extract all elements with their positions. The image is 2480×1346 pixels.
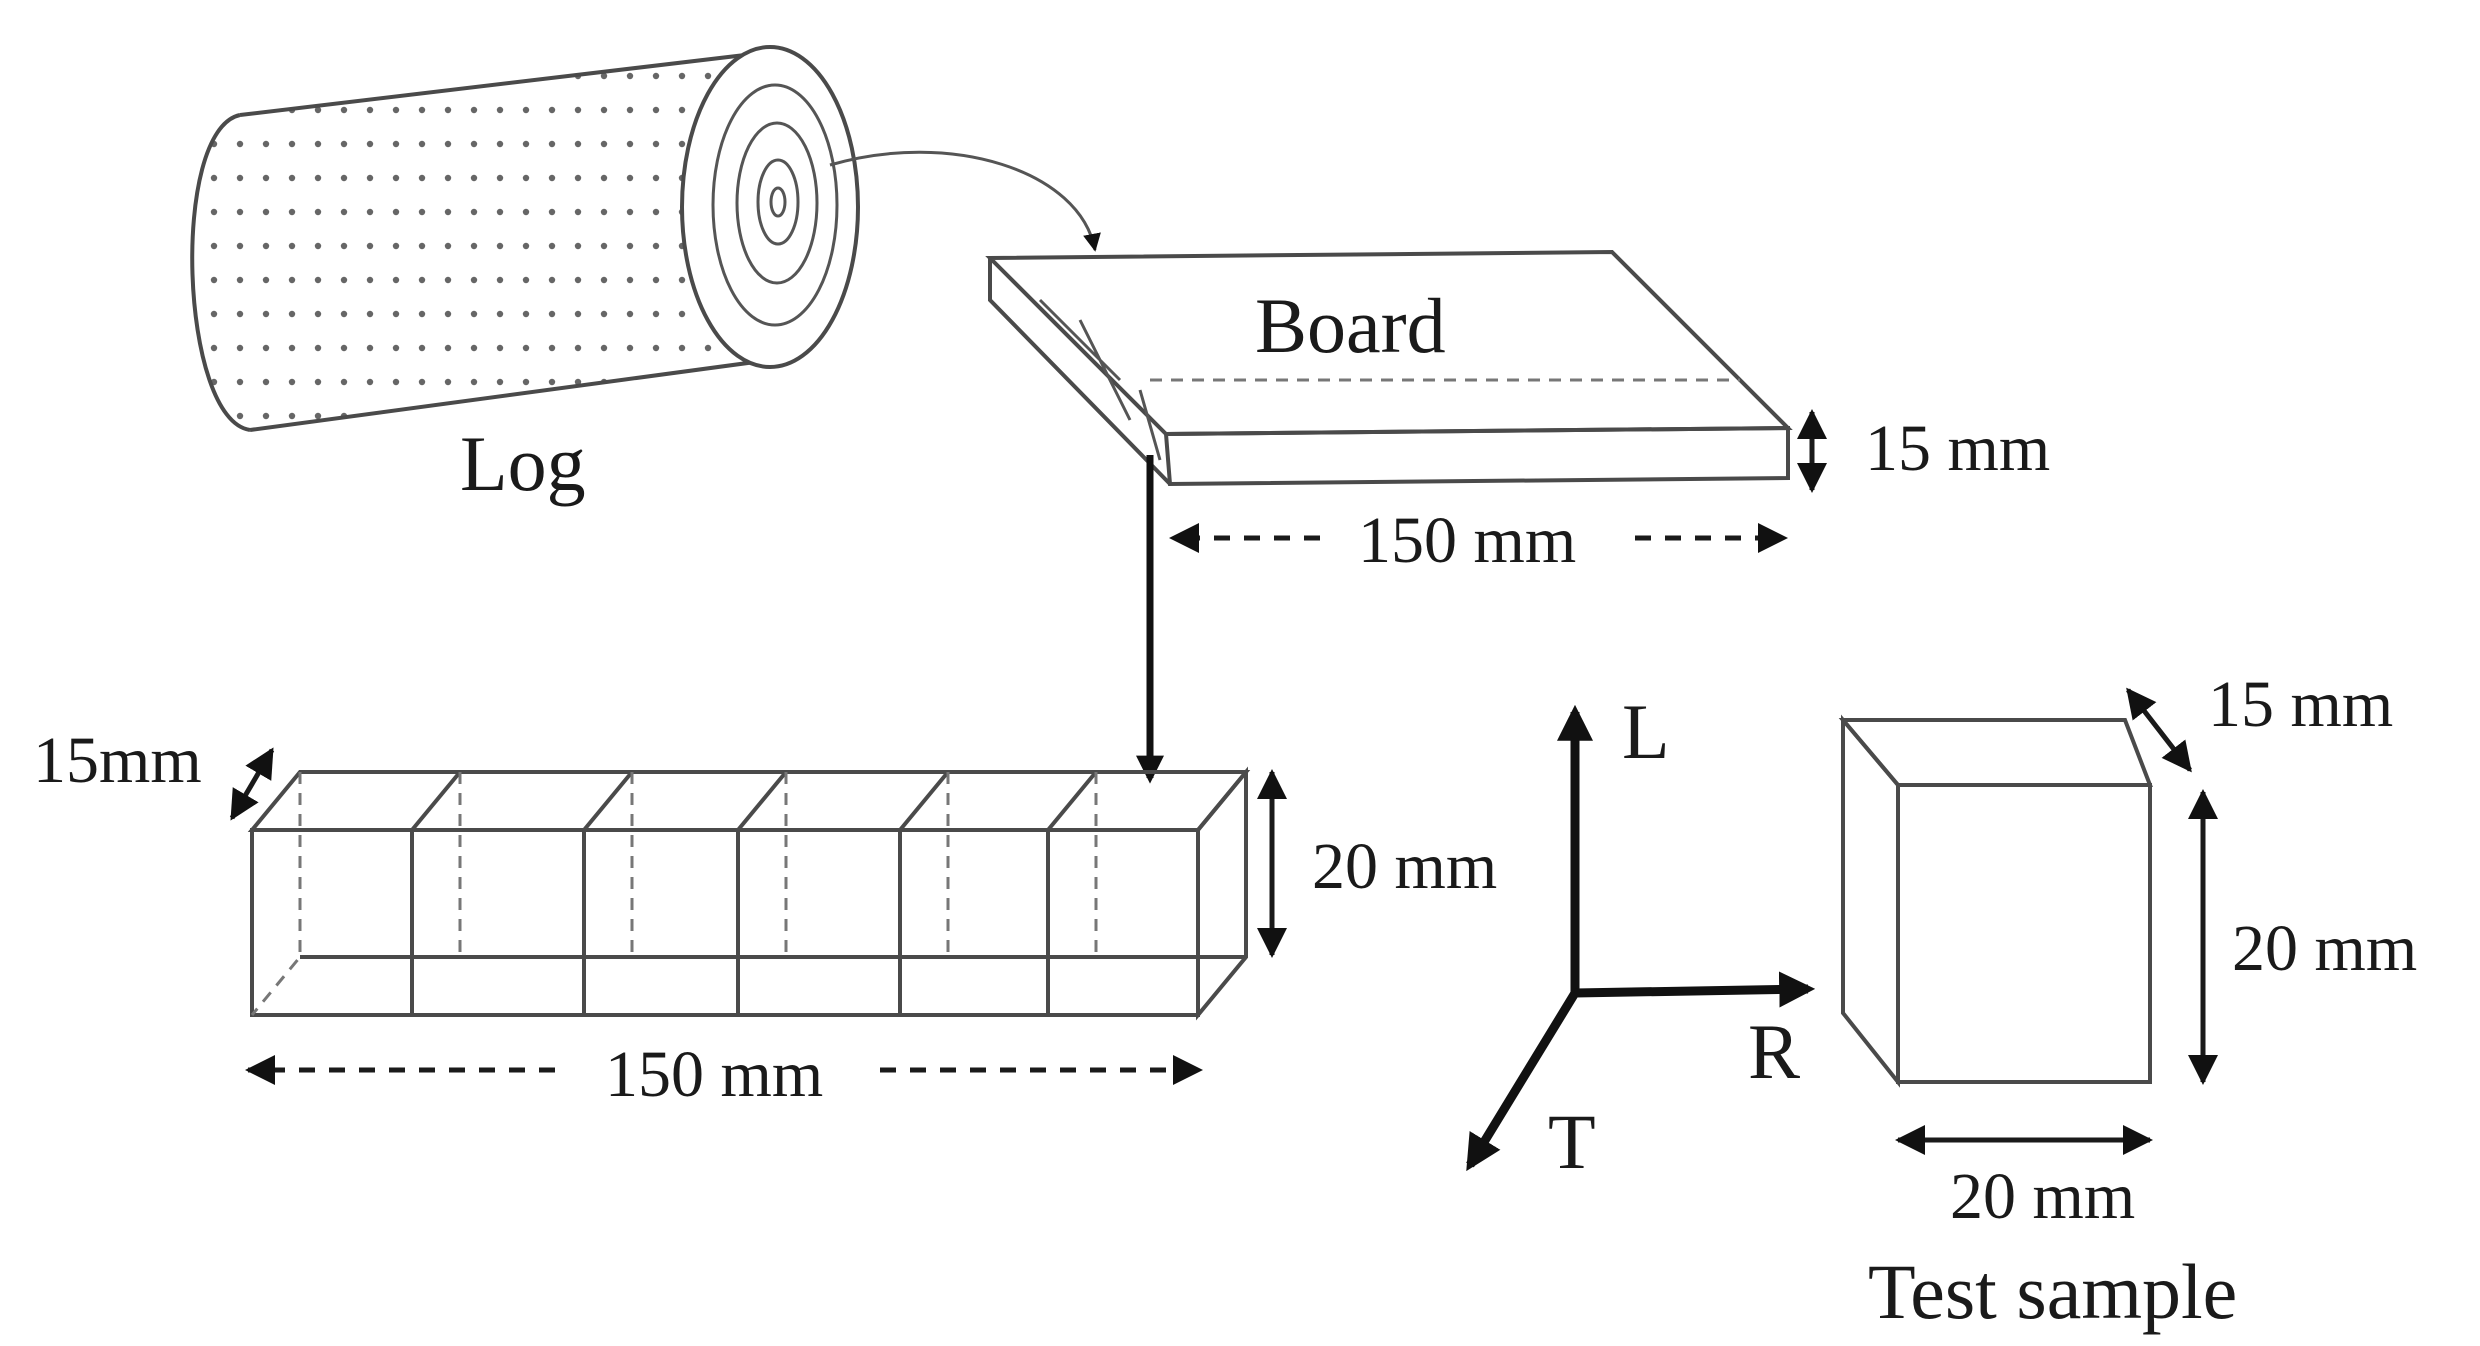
strip-length-label: 150 mm [605,1038,823,1111]
board-shape [985,249,1793,487]
sample-depth-label: 15 mm [2208,668,2393,741]
strip-cut-lines [410,770,1098,1015]
axis-l-label: L [1622,688,1670,775]
strip-shape [247,766,1251,1021]
log-cylinder [190,45,1101,432]
sample-depth-arrow [2126,687,2192,773]
sample-height-label: 20 mm [2232,912,2417,985]
orientation-axes [1466,704,1816,1172]
test-sample-cube [1838,714,2153,1088]
strip-height-label: 20 mm [1312,830,1497,903]
board-thickness-label: 15 mm [1865,412,2050,485]
board-length-label: 150 mm [1358,504,1576,577]
axis-r-label: R [1748,1008,1800,1095]
axis-t-label: T [1548,1098,1596,1185]
strip-width-arrow [229,747,275,821]
log-label: Log [460,420,586,507]
test-sample-label: Test sample [1868,1248,2237,1335]
board-label: Board [1255,282,1446,369]
strip-width-label: 15mm [33,724,202,797]
sample-width-label: 20 mm [1950,1160,2135,1233]
